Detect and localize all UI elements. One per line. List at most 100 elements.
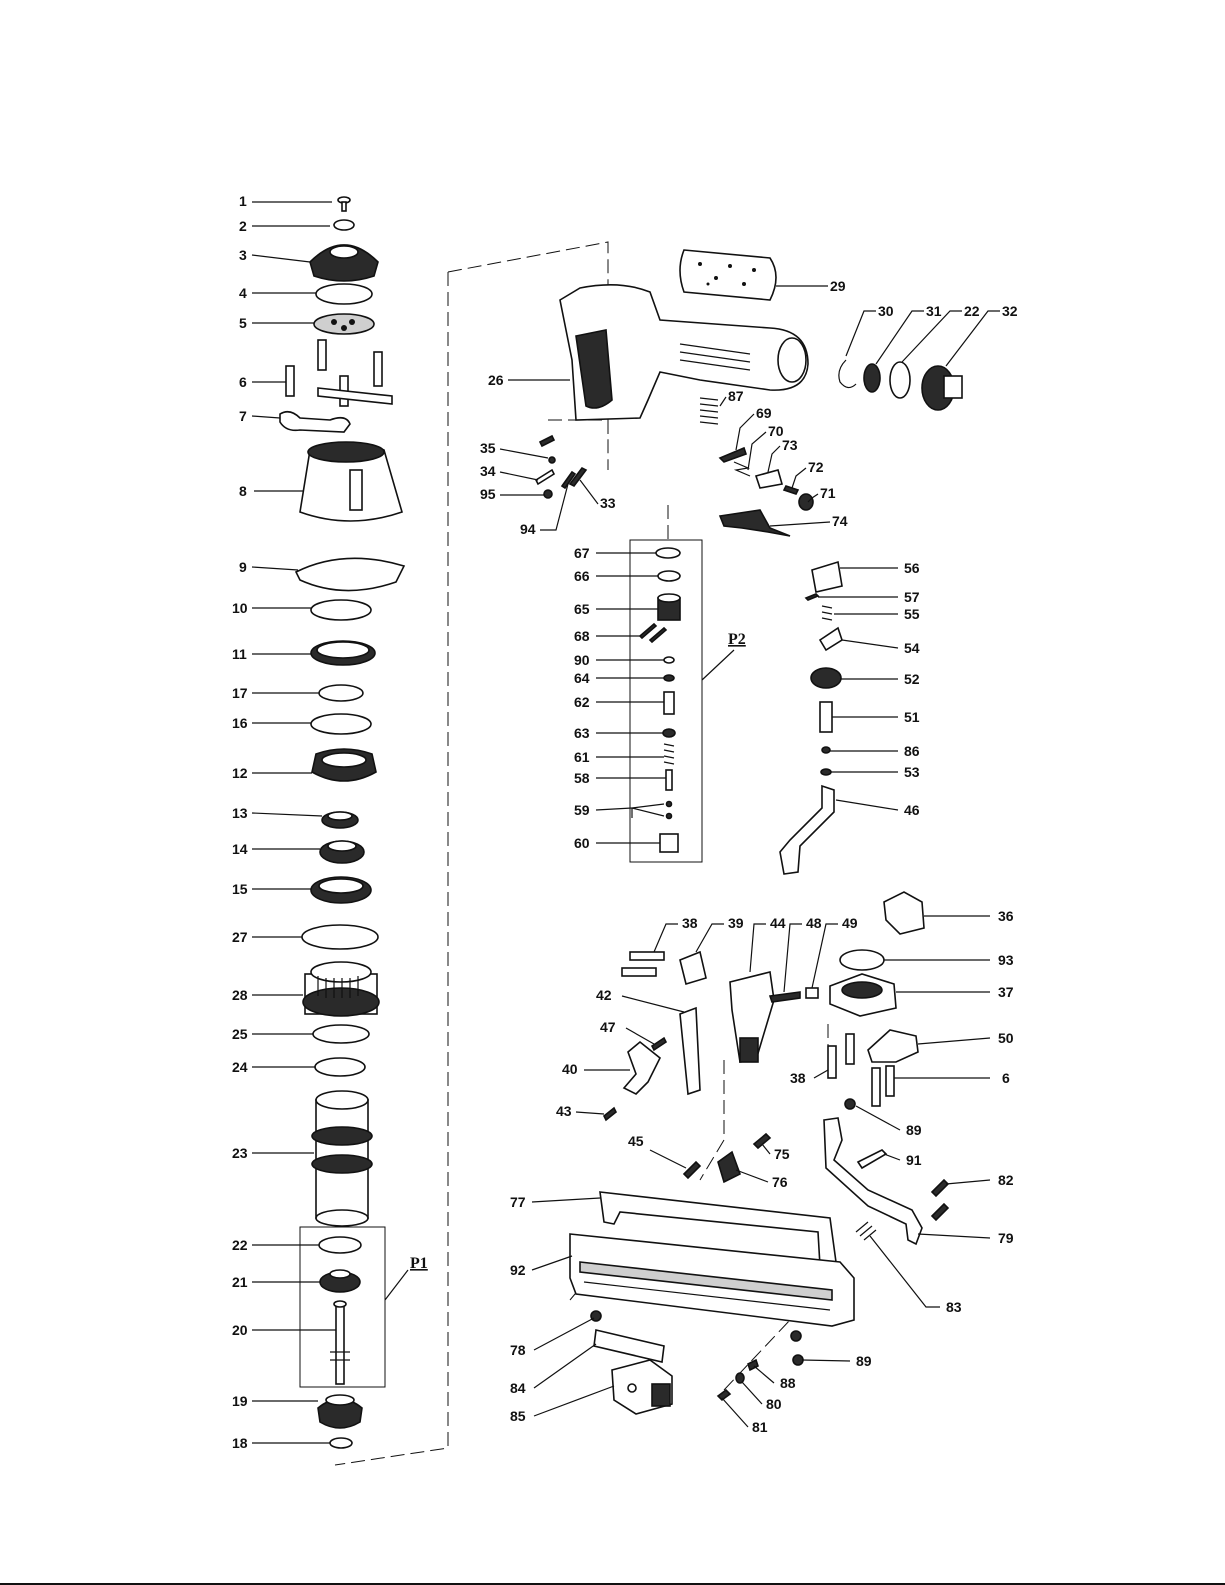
label-part-36: 36 (998, 908, 1014, 924)
label-part-22-lower: 22 (232, 1237, 248, 1253)
upper-body-parts (536, 250, 962, 536)
part-14-bumper (320, 841, 364, 863)
part-55-spring (822, 606, 832, 620)
label-part-56: 56 (904, 560, 920, 576)
label-part-45: 45 (628, 1133, 644, 1149)
label-part-65: 65 (574, 601, 590, 617)
label-part-6-lower: 6 (1002, 1070, 1010, 1086)
part-12-head-valve (312, 749, 376, 781)
label-part-1: 1 (239, 193, 247, 209)
label-part-13: 13 (232, 805, 248, 821)
part-23-cylinder (312, 1091, 372, 1226)
label-part-26: 26 (488, 372, 504, 388)
part-75-screw (754, 1134, 770, 1148)
part-80-spring (736, 1373, 744, 1383)
part-65-valve-body (658, 594, 680, 620)
label-part-63: 63 (574, 725, 590, 741)
part-57-pin (806, 594, 818, 600)
part-22-o-ring-lower (319, 1237, 361, 1253)
part-89-nut-lower-b (793, 1355, 803, 1365)
label-part-28: 28 (232, 987, 248, 1003)
label-part-78: 78 (510, 1342, 526, 1358)
label-part-73: 73 (782, 437, 798, 453)
label-part-3: 3 (239, 247, 247, 263)
part-66-o-ring (658, 571, 680, 581)
label-part-61: 61 (574, 749, 590, 765)
part-81-screw (718, 1390, 730, 1400)
label-part-24: 24 (232, 1059, 248, 1075)
label-part-31: 31 (926, 303, 942, 319)
label-part-89-lower: 89 (856, 1353, 872, 1369)
part-42-latch-plate (680, 1008, 700, 1094)
label-part-25: 25 (232, 1026, 248, 1042)
part-44-driver-guide (730, 972, 774, 1062)
label-part-12: 12 (232, 765, 248, 781)
part-13-seal (322, 812, 358, 828)
part-28-cylinder-sleeve (303, 962, 379, 1016)
label-part-16: 16 (232, 715, 248, 731)
part-32-air-fitting (922, 366, 962, 410)
label-part-66: 66 (574, 568, 590, 584)
part-63-o-ring (663, 729, 675, 737)
part-59-o-rings (632, 802, 672, 819)
label-part-47: 47 (600, 1019, 616, 1035)
part-61-spring (664, 744, 674, 764)
label-part-9: 9 (239, 559, 247, 575)
label-part-27: 27 (232, 929, 248, 945)
label-part-14: 14 (232, 841, 248, 857)
label-part-19: 19 (232, 1393, 248, 1409)
label-part-83: 83 (946, 1299, 962, 1315)
label-part-5: 5 (239, 315, 247, 331)
label-part-4: 4 (239, 285, 247, 301)
part-26-housing (560, 285, 808, 420)
part-17-o-ring (319, 685, 363, 701)
part-5-deflector (314, 314, 374, 334)
part-43-pin (604, 1108, 616, 1120)
label-part-60: 60 (574, 835, 590, 851)
part-52-knob (811, 668, 841, 688)
label-part-89-upper: 89 (906, 1122, 922, 1138)
part-7-bracket (280, 412, 350, 432)
label-part-88: 88 (780, 1375, 796, 1391)
part-6-lower-bolts (872, 1066, 894, 1106)
label-part-43: 43 (556, 1103, 572, 1119)
label-part-2: 2 (239, 218, 247, 234)
part-62-valve-stem (664, 692, 674, 714)
part-60-valve-cap (660, 834, 678, 852)
label-part-20: 20 (232, 1322, 248, 1338)
part-64-o-ring (664, 675, 674, 681)
label-part-53: 53 (904, 764, 920, 780)
part-20-driver (330, 1301, 350, 1384)
part-8-cylinder-cap (300, 442, 402, 521)
label-part-84: 84 (510, 1380, 526, 1396)
label-part-64: 64 (574, 670, 590, 686)
label-part-77: 77 (510, 1194, 526, 1210)
part-74-trigger (720, 510, 790, 536)
part-10-o-ring (311, 600, 371, 620)
left-column-parts (280, 197, 408, 1448)
label-part-42: 42 (596, 987, 612, 1003)
part-84-pusher-strip (594, 1330, 664, 1362)
label-part-76: 76 (772, 1174, 788, 1190)
part-pins-33-35 (536, 436, 586, 498)
part-37-nose-housing (830, 974, 896, 1016)
part-29-grip (680, 250, 776, 300)
label-part-81: 81 (752, 1419, 768, 1435)
label-part-55: 55 (904, 606, 920, 622)
part-47-pin (652, 1038, 666, 1050)
label-part-50: 50 (998, 1030, 1014, 1046)
trigger-parts (780, 562, 842, 874)
label-part-71: 71 (820, 485, 836, 501)
label-part-52: 52 (904, 671, 920, 687)
part-85-pusher (612, 1360, 672, 1414)
label-part-74: 74 (832, 513, 848, 529)
part-58-pin (666, 770, 672, 790)
part-91-screw (858, 1150, 886, 1168)
label-part-51: 51 (904, 709, 920, 725)
part-45-screw (684, 1162, 700, 1178)
label-part-62: 62 (574, 694, 590, 710)
part-31-filter (864, 364, 880, 392)
part-48-pin (770, 992, 800, 1002)
part-53-washer (821, 769, 831, 775)
